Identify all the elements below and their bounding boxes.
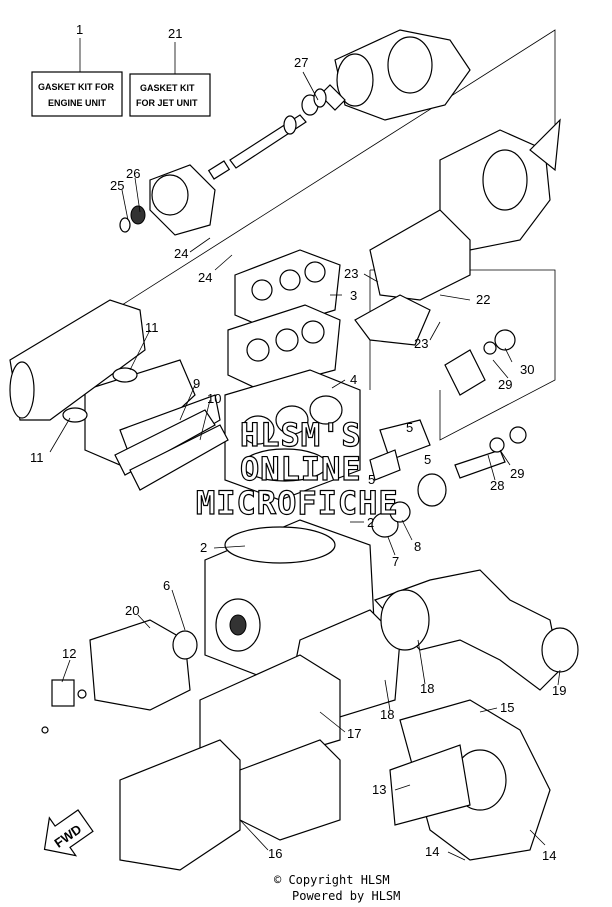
exhaust-pipe-assembly xyxy=(119,569,579,871)
callout-5a: 5 xyxy=(406,420,413,435)
oil-pump-assembly xyxy=(41,619,198,734)
callout-6: 6 xyxy=(163,578,170,593)
callout-11b: 11 xyxy=(30,450,44,465)
water-box xyxy=(389,699,551,861)
callout-2a: 2 xyxy=(200,540,207,555)
callout-5b: 5 xyxy=(424,452,431,467)
callout-29b: 29 xyxy=(510,466,524,481)
jet-pump-housing xyxy=(319,29,471,121)
watermark-line1: HLSM'S xyxy=(240,416,362,454)
callout-3: 3 xyxy=(350,288,357,303)
callout-12: 12 xyxy=(62,646,76,661)
callout-14a: 14 xyxy=(425,844,439,859)
callout-16: 16 xyxy=(268,846,282,861)
watermark-line3: MICROFICHE xyxy=(196,484,399,522)
callout-2b: 2 xyxy=(367,515,374,530)
kit-engine-line2: ENGINE UNIT xyxy=(48,98,107,108)
drive-shaft xyxy=(207,88,327,180)
coupling-housing xyxy=(119,164,216,236)
kit-jet-line2: FOR JET UNIT xyxy=(136,98,198,108)
cylinder-head xyxy=(227,304,341,391)
copyright-line1: © Copyright HLSM xyxy=(274,873,390,887)
callout-24b: 24 xyxy=(198,270,212,285)
copyright-line2: Powered by HLSM xyxy=(292,889,400,903)
copyright-block: © Copyright HLSM Powered by HLSM xyxy=(274,873,400,903)
callout-5c: 5 xyxy=(368,472,375,487)
kit-jet-line1: GASKET KIT xyxy=(140,83,195,93)
callout-17: 17 xyxy=(347,726,361,741)
intake-manifold-silencer xyxy=(9,299,146,421)
callout-4: 4 xyxy=(350,372,357,387)
callout-8: 8 xyxy=(414,539,421,554)
watermark-line2: ONLINE xyxy=(240,450,362,488)
callout-22: 22 xyxy=(476,292,490,307)
callout-7: 7 xyxy=(392,554,399,569)
callout-27: 27 xyxy=(294,55,308,70)
leader-lines xyxy=(49,71,561,861)
callout-18a: 18 xyxy=(420,681,434,696)
kit-engine-line1: GASKET KIT FOR xyxy=(38,82,114,92)
callout-10: 10 xyxy=(207,391,221,406)
callout-14b: 14 xyxy=(542,848,556,863)
fwd-arrow: FWD xyxy=(43,809,94,857)
callout-21: 21 xyxy=(168,26,182,41)
callout-29a: 29 xyxy=(498,377,512,392)
callout-9: 9 xyxy=(193,376,200,391)
intake-grate-assembly xyxy=(354,118,561,346)
callout-11a: 11 xyxy=(145,320,159,335)
callout-1: 1 xyxy=(76,22,83,37)
callout-23b: 23 xyxy=(414,336,428,351)
callout-26: 26 xyxy=(126,166,140,181)
gasket-strips xyxy=(62,367,336,564)
impeller-and-bearings xyxy=(369,329,527,538)
gasket-kit-jet-label: 21 GASKET KIT FOR JET UNIT xyxy=(129,26,211,117)
callout-28: 28 xyxy=(490,478,504,493)
callout-25: 25 xyxy=(110,178,124,193)
callout-15: 15 xyxy=(500,700,514,715)
watermark: HLSM'S ONLINE MICROFICHE xyxy=(195,415,399,522)
callout-23a: 23 xyxy=(344,266,358,281)
callout-18b: 18 xyxy=(380,707,394,722)
callout-13: 13 xyxy=(372,782,386,797)
callout-24a: 24 xyxy=(174,246,188,261)
callout-30: 30 xyxy=(520,362,534,377)
callout-20: 20 xyxy=(125,603,139,618)
gasket-kit-engine-label: 1 GASKET KIT FOR ENGINE UNIT xyxy=(31,22,123,117)
callout-19: 19 xyxy=(552,683,566,698)
callout-numbers: 27 26 25 24 24 23 22 23 3 11 11 9 10 4 5… xyxy=(30,55,566,863)
